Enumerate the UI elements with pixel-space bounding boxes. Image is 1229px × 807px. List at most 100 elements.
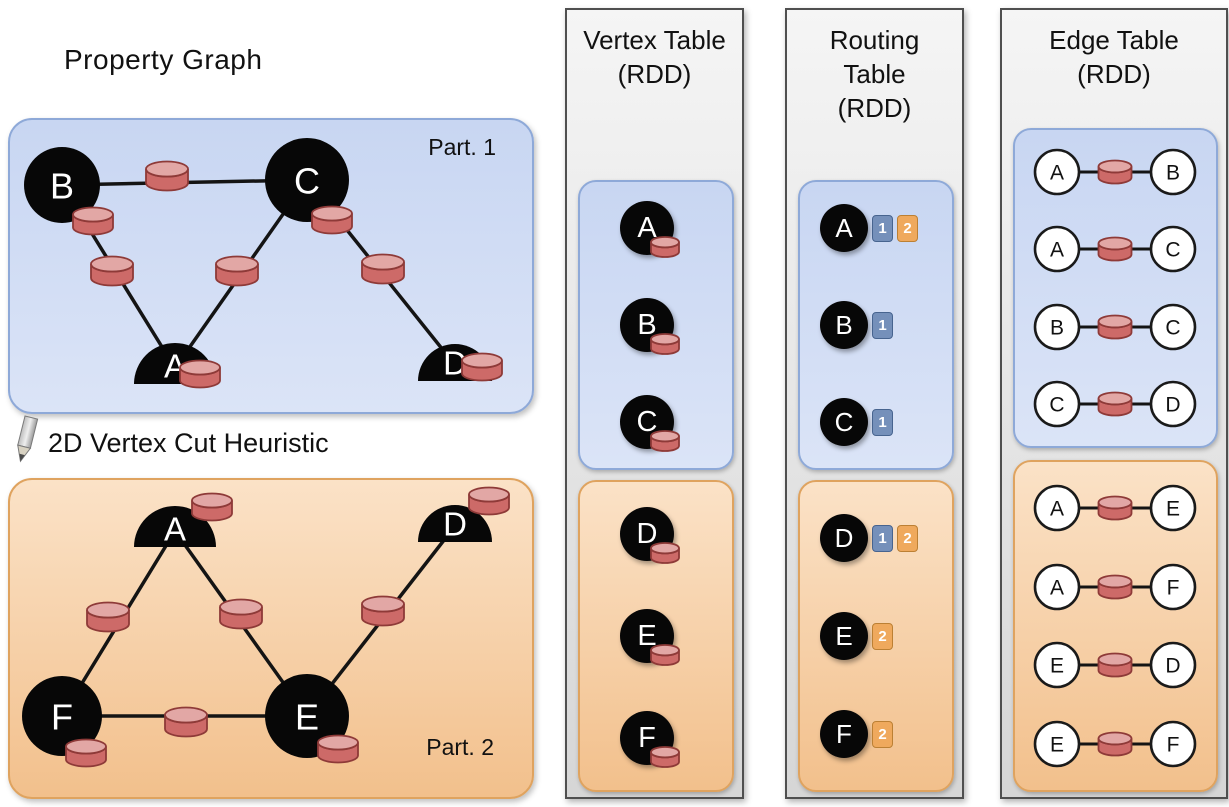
property-cylinder-icon: [650, 236, 680, 258]
partition-1-box: Part. 1: [8, 118, 534, 414]
edge-endpoint-label-B: B: [1050, 316, 1064, 339]
property-cylinder-icon: [1097, 652, 1133, 678]
property-cylinder-icon: [650, 430, 680, 452]
property-graph-title: Property Graph: [64, 44, 263, 75]
routing-table-vertex-E: E: [820, 612, 868, 660]
vertex-property-cylinder: [648, 234, 682, 260]
edge-endpoint-label-B: B: [1166, 162, 1180, 185]
vertex-property-cylinder: [648, 331, 682, 357]
edge-endpoint-E: [1149, 484, 1197, 532]
edge-endpoint-label-E: E: [1166, 498, 1180, 521]
routing-partition-badge-D-1: 1: [872, 524, 893, 552]
vertex-property-cylinder: [648, 428, 682, 454]
edge-endpoint-label-A: A: [1050, 576, 1064, 599]
partition-2-label: Part. 2: [426, 734, 494, 760]
property-cylinder-icon: [650, 542, 680, 564]
edge-endpoint-label-A: A: [1050, 498, 1064, 521]
routing-table-vertex-B: B: [820, 301, 868, 349]
edge-endpoint-label-C: C: [1165, 239, 1180, 262]
edge-endpoint-F: [1149, 563, 1197, 610]
vertex-table-vertex-C: C: [620, 395, 674, 449]
edge-endpoint-B: [1033, 303, 1081, 350]
edge-endpoint-label-A: A: [1050, 162, 1064, 185]
property-cylinder-icon: [1097, 731, 1133, 757]
edge-endpoint-label-E: E: [1050, 734, 1064, 757]
edge-table-title-line1: Edge Table: [1049, 25, 1179, 55]
routing-partition-badge-B-1: 1: [872, 311, 893, 339]
routing-partition-badge-F-2: 2: [872, 720, 893, 748]
edge-table-title-line2: (RDD): [1077, 58, 1151, 89]
edge-endpoint-C: [1033, 380, 1081, 428]
edge-endpoint-A: [1033, 148, 1081, 196]
routing-partition-badge-D-2: 2: [897, 524, 918, 552]
property-cylinder-icon: [650, 333, 680, 355]
edge-endpoint-label-C: C: [1165, 316, 1180, 339]
vertex-cut-heuristic-label: 2D Vertex Cut Heuristic: [48, 428, 329, 458]
routing-partition-badge-A-1: 1: [872, 214, 893, 242]
edge-endpoint-E: [1033, 642, 1081, 689]
routing-table-vertex-A: A: [820, 204, 868, 252]
edge-endpoint-A: [1033, 563, 1081, 610]
routing-table-title-line2: Table: [843, 58, 906, 89]
routing-partition-badge-C-1: 1: [872, 408, 893, 436]
vertex-table-title-line2: (RDD): [617, 58, 692, 89]
edge-endpoint-C: [1149, 303, 1197, 350]
property-cylinder-icon: [1097, 391, 1133, 417]
edge-table-title: Edge Table (RDD): [1002, 24, 1226, 92]
partition-1-label: Part. 1: [428, 134, 496, 160]
edge-endpoint-D: [1149, 380, 1197, 428]
routing-table-title-line1: Routing: [829, 25, 920, 55]
routing-table-vertex-C: C: [820, 398, 868, 446]
routing-table-vertex-D: D: [820, 514, 868, 562]
edge-endpoint-D: [1149, 642, 1197, 689]
edge-endpoint-label-C: C: [1049, 394, 1064, 417]
routing-table-title: Routing Table (RDD): [787, 24, 962, 125]
vertex-property-cylinder: [648, 744, 682, 770]
property-cylinder-icon: [650, 644, 680, 666]
vertex-table-title: Vertex Table (RDD): [567, 24, 742, 92]
routing-table-title-line3: (RDD): [837, 92, 912, 123]
vertex-table-vertex-E: E: [620, 609, 674, 663]
routing-partition-badge-A-2: 2: [897, 214, 918, 242]
partition-2-box: Part. 2: [8, 478, 534, 799]
edge-endpoint-A: [1033, 226, 1081, 273]
edge-endpoint-A: [1033, 484, 1081, 532]
edge-endpoint-F: [1149, 720, 1197, 768]
property-cylinder-icon: [1097, 236, 1133, 262]
routing-partition-badge-E-2: 2: [872, 622, 893, 650]
edge-endpoint-label-F: F: [1167, 576, 1180, 599]
edge-endpoint-label-A: A: [1050, 239, 1064, 262]
vertex-table-title-line1: Vertex Table: [583, 25, 726, 55]
edge-endpoint-B: [1149, 148, 1197, 196]
vertex-property-cylinder: [648, 540, 682, 566]
property-cylinder-icon: [1097, 495, 1133, 521]
property-cylinder-icon: [1097, 314, 1133, 340]
edge-endpoint-label-D: D: [1165, 655, 1180, 678]
pencil-icon: [17, 415, 39, 463]
edge-endpoint-E: [1033, 720, 1081, 768]
property-cylinder-icon: [1097, 159, 1133, 185]
edge-endpoint-label-F: F: [1167, 734, 1180, 757]
edge-endpoint-C: [1149, 226, 1197, 273]
property-cylinder-icon: [650, 746, 680, 768]
edge-endpoint-label-D: D: [1165, 394, 1180, 417]
routing-table-vertex-F: F: [820, 710, 868, 758]
